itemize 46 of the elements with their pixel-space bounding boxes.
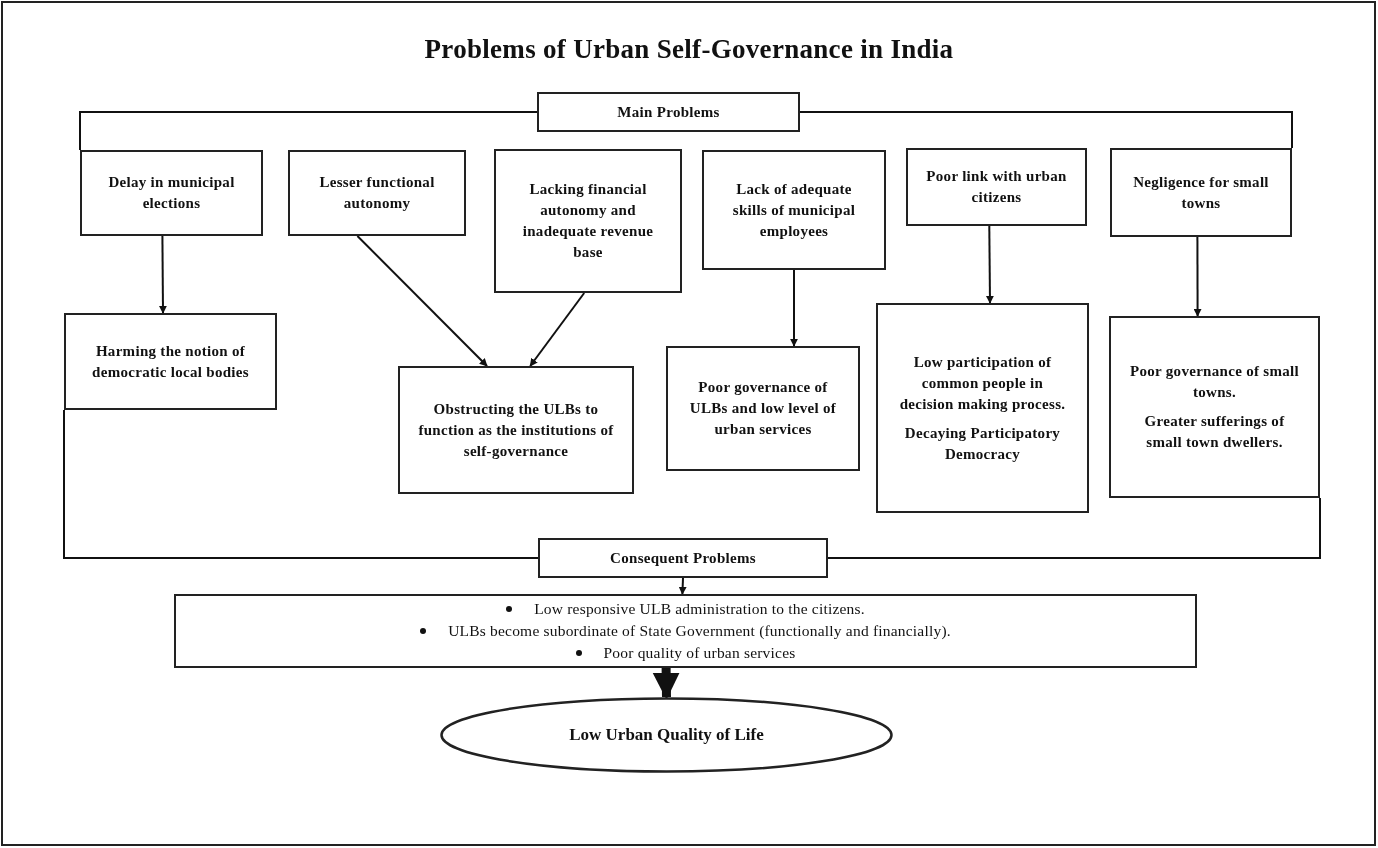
box-text: Decaying Participatory Democracy xyxy=(903,423,1062,464)
box-text: Main Problems xyxy=(616,102,721,122)
arrow xyxy=(790,269,798,347)
outcome-ellipse xyxy=(440,697,893,773)
heading-box xyxy=(537,92,800,132)
connector-line xyxy=(827,497,1321,559)
effect-box xyxy=(1109,316,1320,498)
effect-box xyxy=(876,303,1089,513)
arrow xyxy=(678,577,687,595)
problem-box xyxy=(288,150,466,236)
arrow xyxy=(985,225,994,304)
problem-box xyxy=(1110,148,1292,237)
box-text: Poor governance of ULBs and low level of urban services xyxy=(688,378,838,439)
box-text: Lesser functional autonomy xyxy=(318,173,436,213)
outcome-text: Low Urban Quality of Life xyxy=(569,725,764,745)
box-text: Obstructing the ULBs to function as the institutions of self-governance xyxy=(417,399,615,461)
connector-line xyxy=(799,111,1293,149)
arrow xyxy=(529,292,586,367)
box-text: Negligence for small towns xyxy=(1132,172,1270,213)
effect-box xyxy=(398,366,634,494)
box-text: Low participation of common people in decision making process. xyxy=(898,352,1067,414)
connector-line xyxy=(63,409,539,559)
bullet-text: Poor quality of urban services xyxy=(603,643,796,663)
box-text: Delay in municipal elections xyxy=(107,173,236,213)
box-text: Harming the notion of democratic local bodies xyxy=(91,341,250,382)
box-text: Poor governance of small towns. xyxy=(1129,362,1300,402)
box-text: Lack of adequate skills of municipal employees xyxy=(731,179,857,241)
arrow xyxy=(158,235,167,314)
heading-box xyxy=(538,538,828,578)
bullet-text: ULBs become subordinate of State Government (functionally and financially). xyxy=(448,621,951,641)
box-text: Lacking financial autonomy and inadequate revenue base xyxy=(521,180,655,262)
effect-box xyxy=(64,313,277,410)
box-text: Poor link with urban citizens xyxy=(925,167,1068,207)
consequence-box xyxy=(174,594,1197,668)
connector-line xyxy=(79,111,538,151)
bullet-text: Low responsive ULB administration to the citizens. xyxy=(534,599,865,619)
box-text: Consequent Problems xyxy=(609,548,757,568)
problem-box xyxy=(494,149,682,293)
diagram-title: Problems of Urban Self-Governance in India xyxy=(423,34,955,65)
problem-box xyxy=(906,148,1087,226)
effect-box xyxy=(666,346,860,471)
problem-box xyxy=(702,150,886,270)
box-text: Greater sufferings of small town dwellers. xyxy=(1143,412,1286,452)
arrow xyxy=(1193,236,1202,317)
arrow xyxy=(356,235,488,367)
problem-box xyxy=(80,150,263,236)
